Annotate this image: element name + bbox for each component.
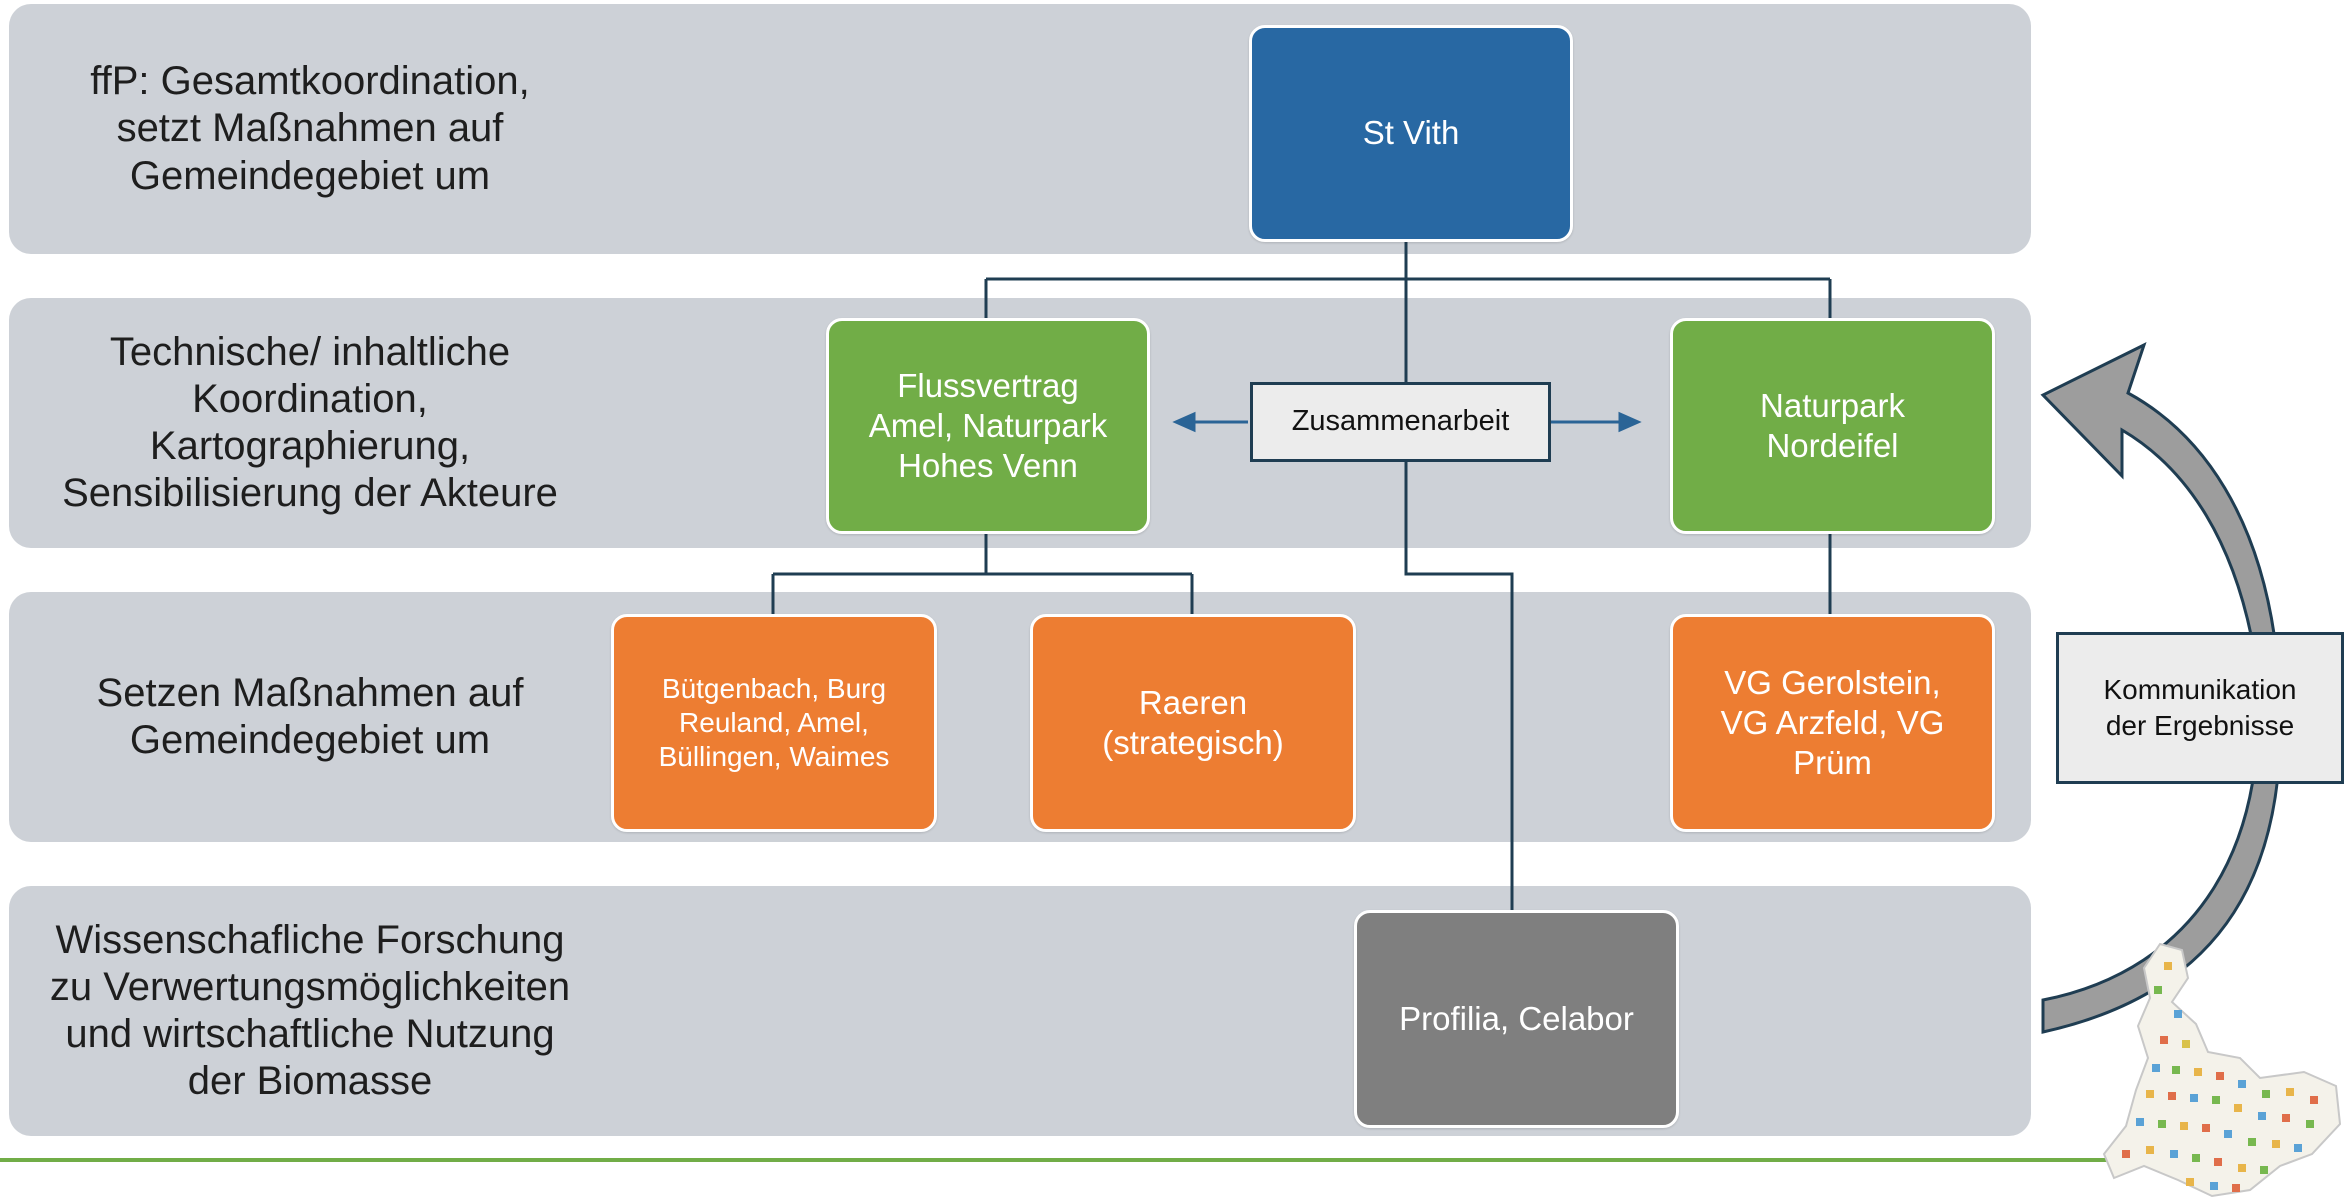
node-raeren: Raeren (strategisch) (1030, 614, 1356, 832)
band-label-technical: Technische/ inhaltliche Koordination, Ka… (62, 329, 558, 516)
node-flussvertrag: Flussvertrag Amel, Naturpark Hohes Venn (826, 318, 1150, 534)
arrow-right-head (1618, 411, 1642, 433)
node-naturpark-nordeifel: Naturpark Nordeifel (1670, 318, 1995, 534)
feedback-arrow (2040, 342, 2283, 1034)
band-label-research: Wissenschafliche Forschung zu Verwertung… (49, 917, 571, 1104)
label-kommunikation: Kommunikation der Ergebnisse (2056, 632, 2344, 784)
node-st-vith: St Vith (1249, 25, 1573, 242)
node-butgenbach: Bütgenbach, Burg Reuland, Amel, Büllinge… (611, 614, 937, 832)
footer-rule (0, 1158, 2118, 1162)
node-vg-gerolstein: VG Gerolstein, VG Arzfeld, VG Prüm (1670, 614, 1995, 832)
band-research (9, 886, 2031, 1136)
node-profilia: Profilia, Celabor (1354, 910, 1679, 1128)
arrow-left-head (1172, 411, 1196, 433)
band-label-measures: Setzen Maßnahmen auf Gemeindegebiet um (96, 670, 524, 762)
band-label-coordination: ffP: Gesamtkoordination, setzt Maßnahmen… (90, 59, 530, 198)
connector-zusammenarbeit-profilia (1404, 460, 1514, 910)
label-zusammenarbeit: Zusammenarbeit (1250, 382, 1551, 462)
band-coordination (9, 4, 2031, 254)
region-map-logo (2102, 942, 2342, 1198)
